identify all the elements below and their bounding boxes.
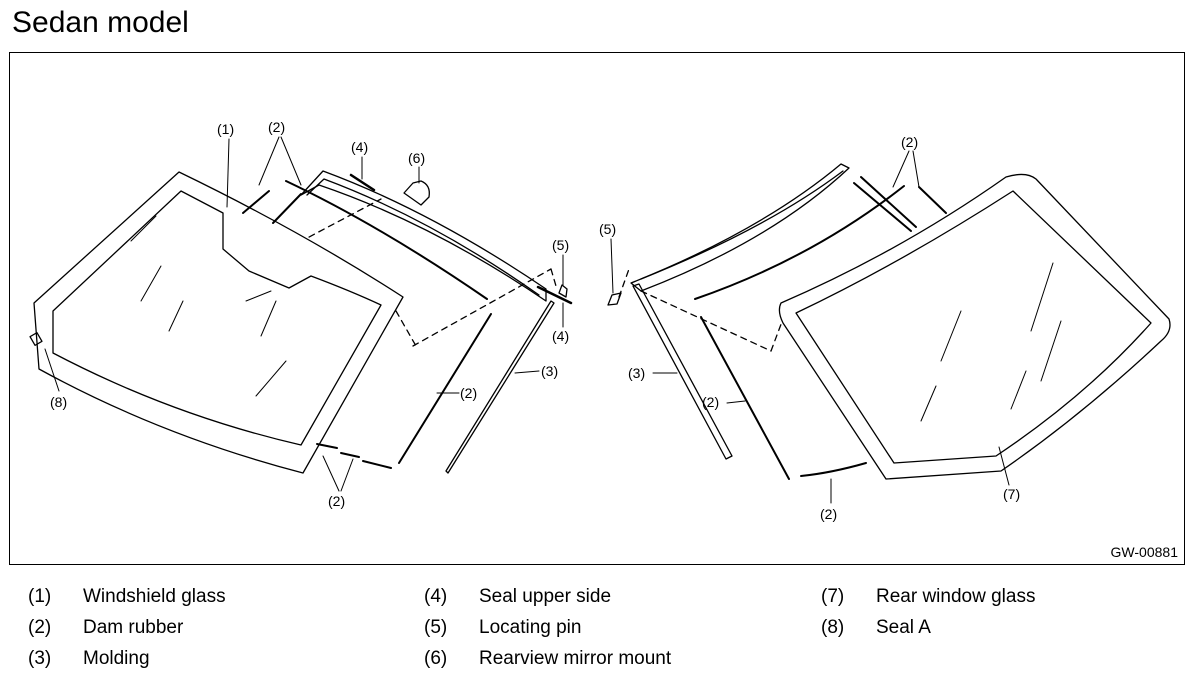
figure-id: GW-00881: [1110, 544, 1178, 560]
windshield-frame-back: [300, 170, 547, 302]
seal-a: [29, 332, 43, 346]
legend-number: (8): [821, 617, 845, 638]
callout-dam-rubber-top-right: (2): [901, 134, 918, 150]
rearview-mirror-mount: [403, 180, 430, 206]
windshield-glass: [33, 171, 404, 474]
molding-left: [445, 300, 555, 474]
dam-rubber-side: [316, 313, 492, 469]
dam-rubber-top: [242, 180, 488, 300]
callout-rearview-mirror-mount: (6): [408, 150, 425, 166]
leader-lines-right: [610, 150, 1010, 504]
legend-text: Rearview mirror mount: [479, 648, 672, 669]
callout-rear-window-glass: (7): [1003, 486, 1020, 502]
legend-number: (4): [424, 586, 448, 607]
legend-number: (2): [28, 617, 52, 638]
callout-dam-rubber-side-left: (2): [460, 385, 477, 401]
legend-text: Dam rubber: [83, 617, 184, 638]
page-title: Sedan model: [12, 6, 189, 39]
legend-text: Locating pin: [479, 617, 582, 638]
legend: (1) Windshield glass (2) Dam rubber (3) …: [0, 586, 1194, 686]
callout-dam-rubber-side-right: (2): [702, 394, 719, 410]
callout-molding-left: (3): [541, 363, 558, 379]
legend-number: (3): [28, 648, 52, 669]
locating-pin-right: [607, 292, 622, 306]
legend-text: Seal upper side: [479, 586, 612, 607]
legend-number: (6): [424, 648, 448, 669]
legend-number: (7): [821, 586, 845, 607]
leader-lines-left: [44, 136, 564, 492]
callout-dam-rubber-bottom-left: (2): [328, 493, 345, 509]
legend-number: (5): [424, 617, 448, 638]
rear-window-glass: [778, 173, 1171, 480]
legend-text: Rear window glass: [876, 586, 1036, 607]
callout-dam-rubber-top-left: (2): [268, 119, 285, 135]
rear-frame-back: [630, 163, 850, 292]
molding-right: [632, 283, 733, 460]
callout-seal-upper-side-left: (4): [351, 139, 368, 155]
callout-windshield-glass: (1): [217, 121, 234, 137]
legend-text: Windshield glass: [83, 586, 226, 607]
callout-seal-upper-side-right: (4): [552, 328, 569, 344]
legend-number: (1): [28, 586, 52, 607]
callout-molding-right: (3): [628, 365, 645, 381]
callout-seal-a: (8): [50, 394, 67, 410]
diagram-drawing: (1) (2) (4) (6) (5) (4) (3) (2) (2) (8) …: [29, 119, 1171, 522]
dashed-guide-lines-right: [618, 268, 787, 352]
exploded-diagram: (1) (2) (4) (6) (5) (4) (3) (2) (2) (8) …: [9, 52, 1185, 565]
callout-labels: (1) (2) (4) (6) (5) (4) (3) (2) (2) (8) …: [50, 119, 1020, 522]
callout-dam-rubber-bottom-right: (2): [820, 506, 837, 522]
locating-pin-left: [558, 284, 568, 298]
dam-rubber-right-top: [694, 176, 947, 300]
callout-locating-pin-left: (5): [552, 237, 569, 253]
legend-text: Seal A: [876, 617, 931, 638]
seal-upper-side: [349, 173, 573, 305]
legend-text: Molding: [83, 648, 150, 669]
callout-locating-pin-right: (5): [599, 221, 616, 237]
dam-rubber-right-side: [700, 316, 867, 480]
